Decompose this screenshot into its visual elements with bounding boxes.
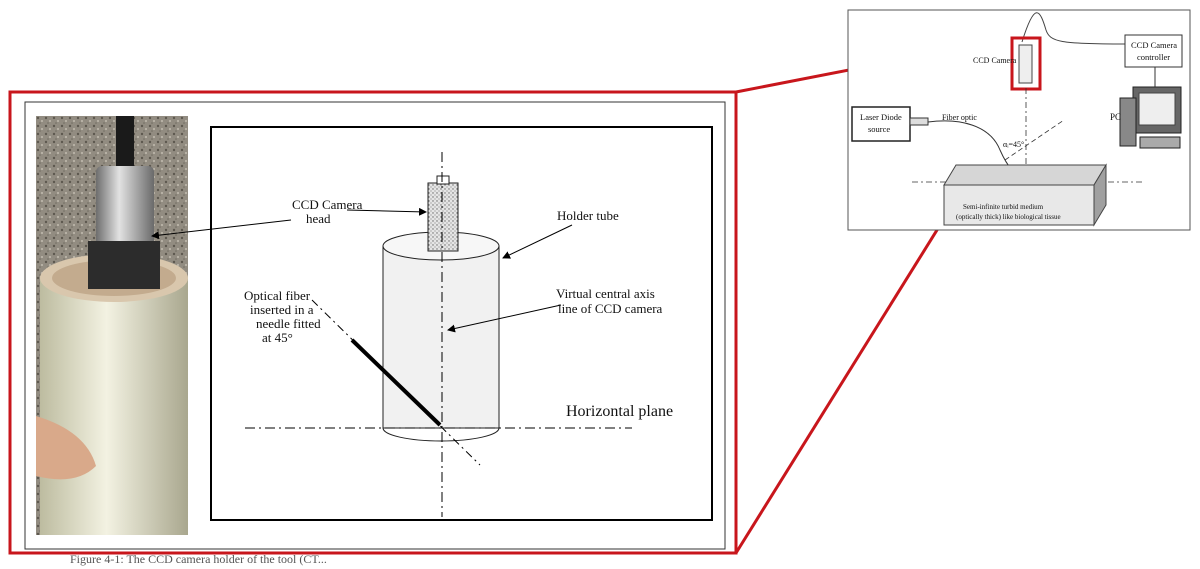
photo-to-diagram-arrow — [151, 219, 292, 240]
label-laser-1: Laser Diode — [860, 112, 902, 122]
controller-box — [1124, 34, 1183, 68]
label-fiber-optic: Fiber optic — [942, 113, 977, 122]
ccd-camera-body — [427, 175, 459, 252]
label-laser-2: source — [868, 124, 890, 134]
label-fiber-2: inserted in a — [250, 302, 314, 317]
camera-cable — [1021, 12, 1126, 45]
label-ccd-head-1: CCD Camera — [292, 197, 363, 212]
label-medium-1: Semi-infinite turbid medium — [963, 203, 1044, 211]
label-inset-ccd: CCD Camera — [973, 56, 1017, 65]
label-horizontal-plane: Horizontal plane — [566, 403, 673, 420]
label-fiber-3: needle fitted — [256, 316, 321, 331]
ccd-head-arrow — [346, 207, 427, 216]
holder-photo-image — [36, 116, 188, 535]
label-controller-1: CCD Camera — [1131, 40, 1177, 50]
holder-tube-arrow — [502, 224, 573, 259]
label-pc: PC — [1110, 112, 1121, 122]
axis-arrow — [447, 304, 562, 333]
label-fiber-1: Optical fiber — [244, 288, 311, 303]
inset-fiber-axis — [1004, 119, 1065, 161]
schematic-border — [210, 126, 713, 521]
pc-icon — [1119, 86, 1182, 149]
turbid-medium-slab — [943, 163, 1107, 227]
label-controller-2: controller — [1137, 52, 1170, 62]
label-angle: αᵢ=45° — [1003, 140, 1024, 149]
label-axis-2: line of CCD camera — [558, 301, 663, 316]
optical-fiber — [350, 338, 442, 427]
inset-camera — [1018, 44, 1033, 84]
laser-box — [851, 106, 911, 142]
main-figure-inner-border — [24, 101, 726, 550]
main-figure-highlight-frame — [8, 90, 738, 555]
label-holder-tube: Holder tube — [557, 208, 619, 223]
label-ccd-head-2: head — [306, 211, 331, 226]
label-fiber-4: at 45° — [262, 330, 293, 345]
label-medium-2: (optically thick) like biological tissue — [956, 213, 1061, 221]
label-axis-1: Virtual central axis — [556, 286, 655, 301]
holder-tube — [382, 231, 500, 442]
holder-photo — [36, 116, 188, 535]
fiber-connector — [909, 117, 929, 126]
fiber-axis-dashed — [311, 299, 481, 466]
